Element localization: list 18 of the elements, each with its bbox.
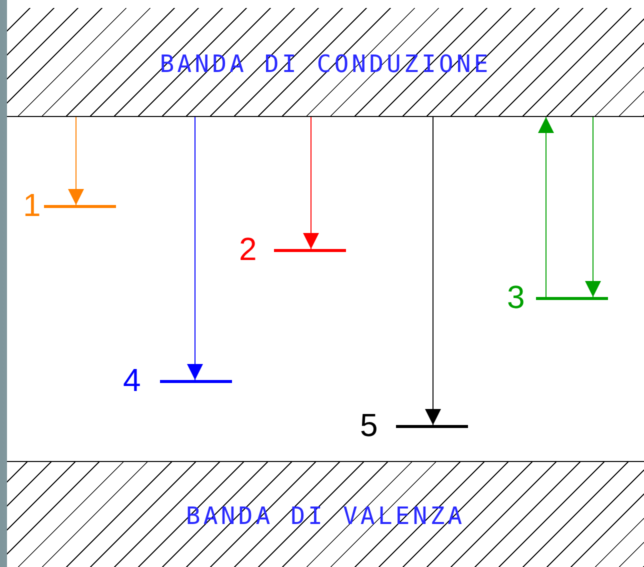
transition-arrow <box>538 116 554 298</box>
transition-arrow <box>585 116 601 298</box>
energy-level-line <box>160 380 232 383</box>
level-number: 1 <box>23 189 41 221</box>
energy-level-line <box>536 297 608 300</box>
transition-arrow <box>303 116 319 250</box>
energy-level-line <box>274 249 346 252</box>
level-number: 2 <box>239 233 257 265</box>
energy-level-line <box>396 425 468 428</box>
level-number: 4 <box>123 364 141 396</box>
energy-level-line <box>44 205 116 208</box>
energy-band <box>7 461 644 567</box>
level-number: 3 <box>507 281 525 313</box>
energy-band <box>7 8 644 117</box>
transition-arrow <box>68 116 84 206</box>
level-number: 5 <box>360 409 378 441</box>
transition-arrow <box>187 116 203 380</box>
transition-arrow <box>425 116 441 426</box>
